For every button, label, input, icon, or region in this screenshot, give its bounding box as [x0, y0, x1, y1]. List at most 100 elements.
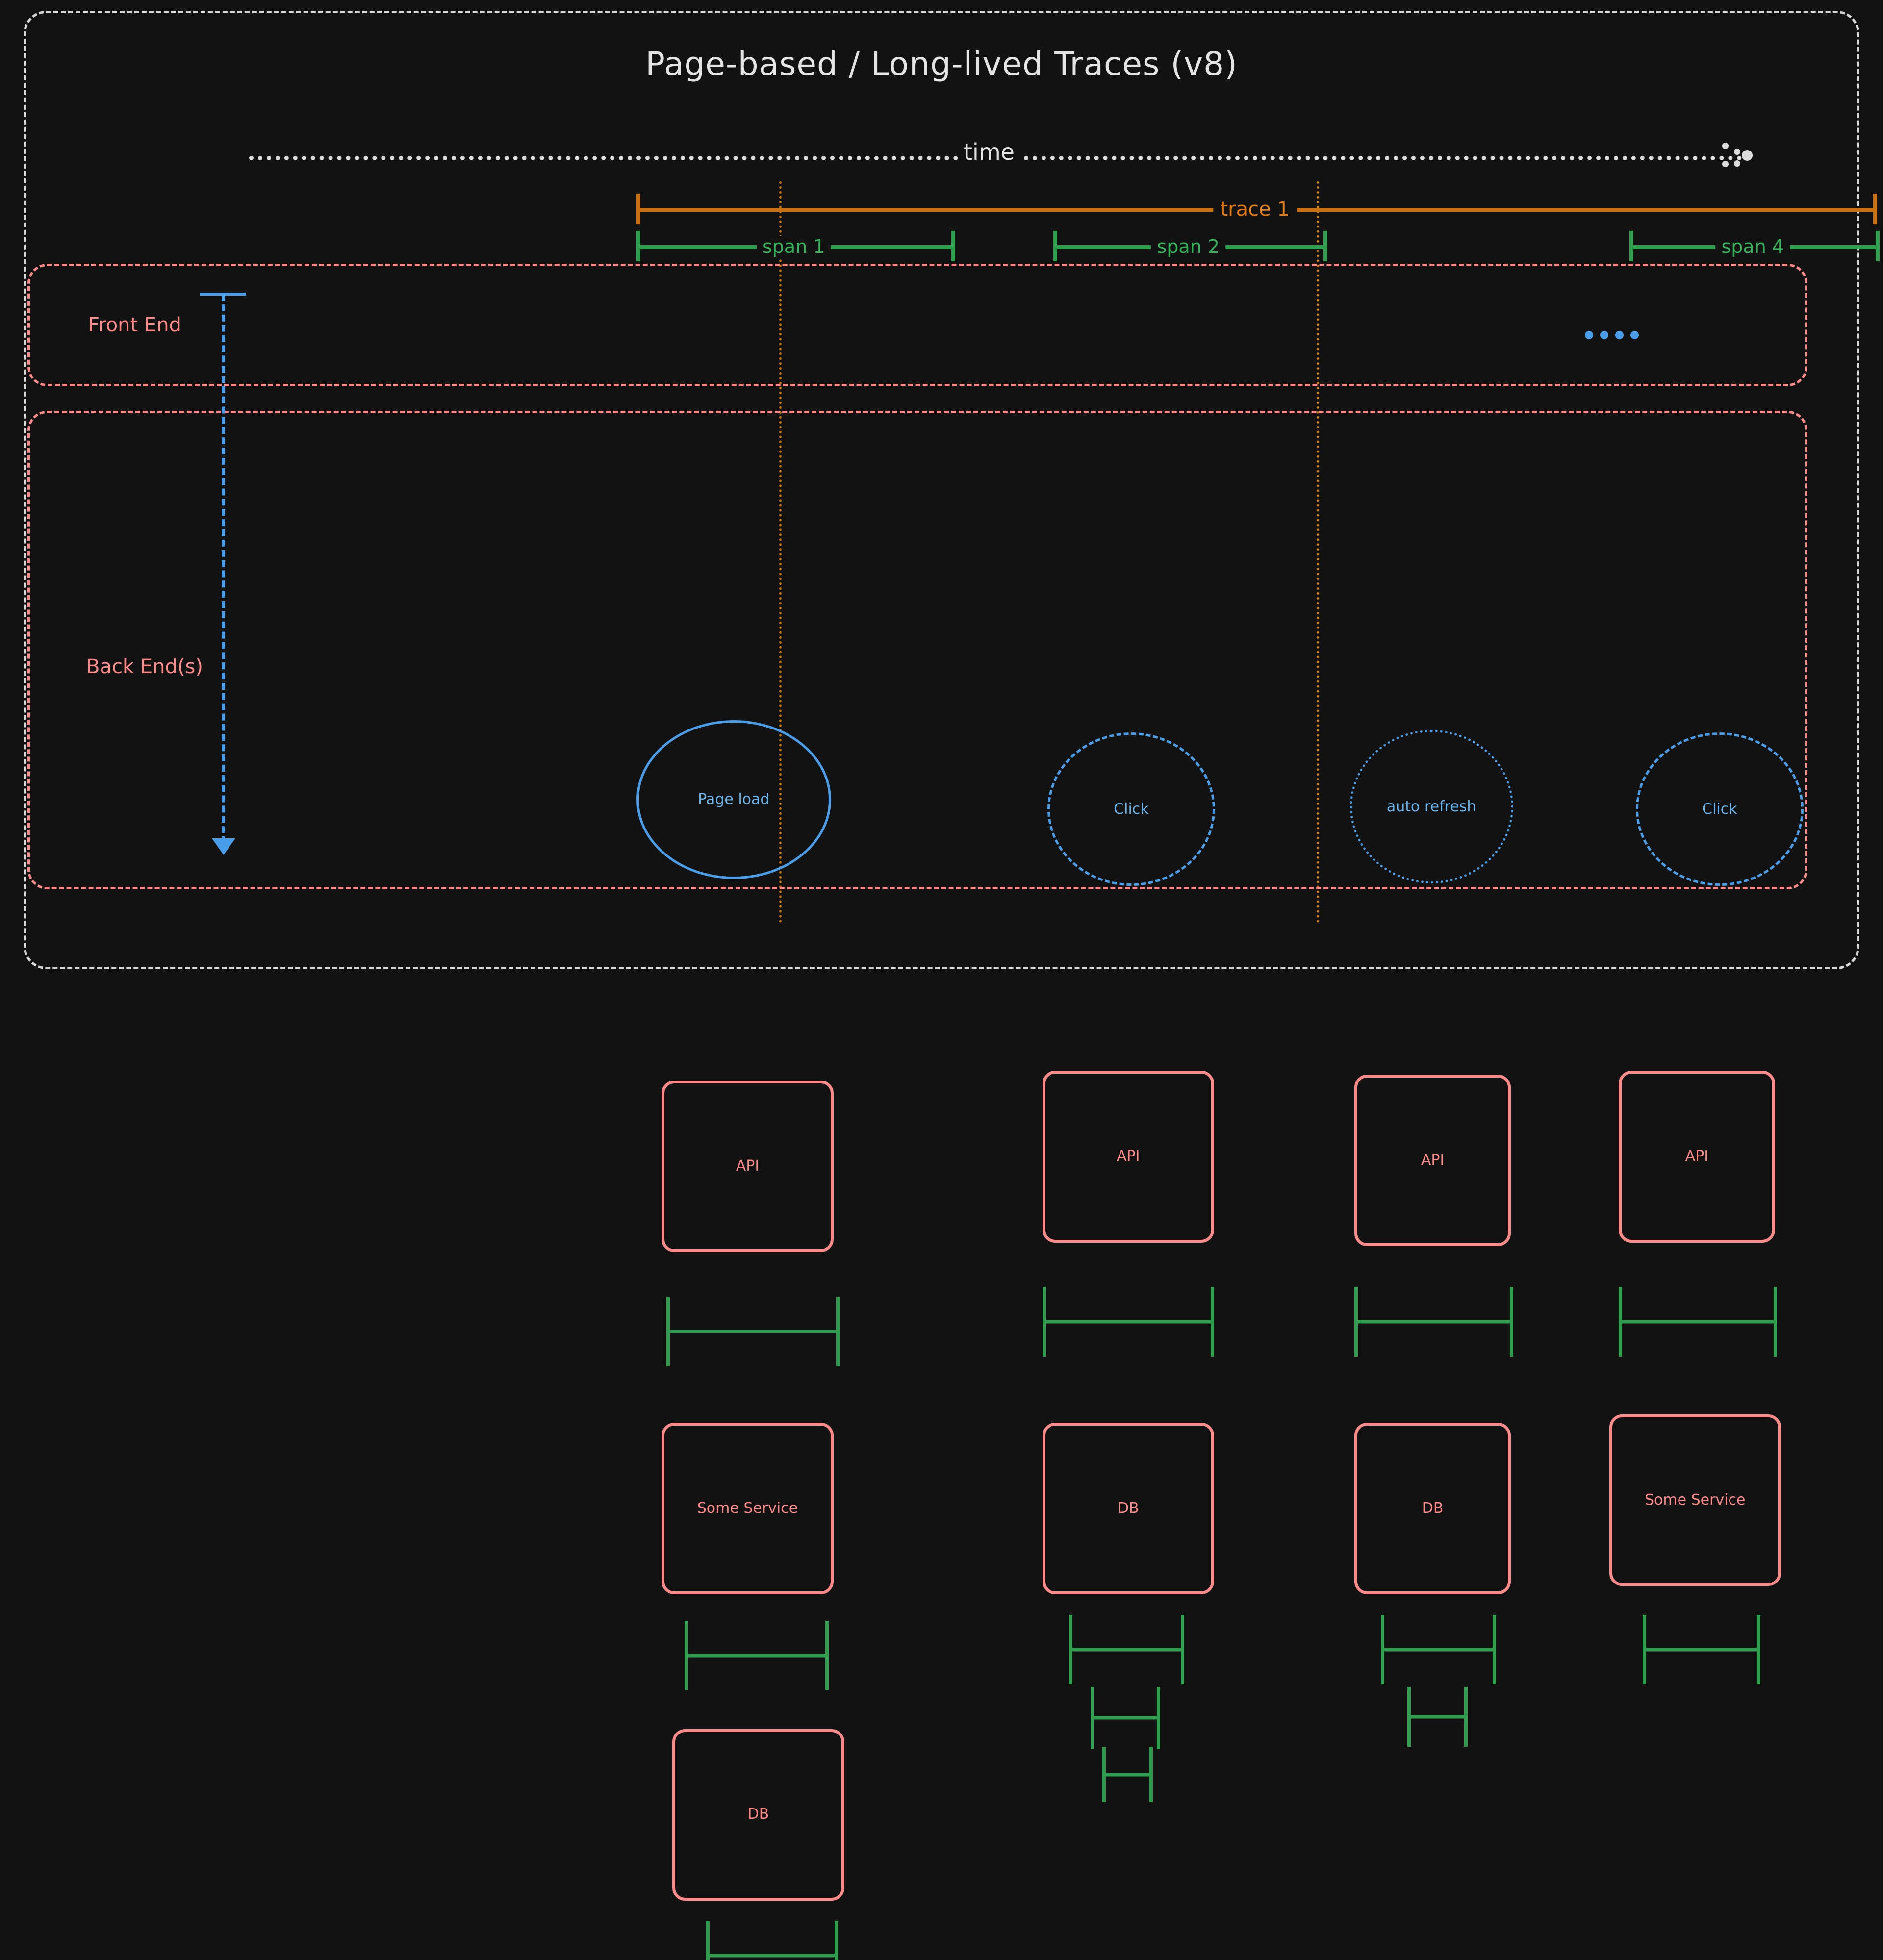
backend-span-bracket	[684, 1621, 829, 1691]
bracket-capR	[1774, 1287, 1778, 1357]
bracket-capL	[1381, 1614, 1385, 1684]
ellipsis-dot	[1585, 331, 1593, 339]
time-arrow-dot	[1734, 149, 1740, 155]
frontend-event-click[interactable]: Click	[1635, 732, 1804, 886]
backend-node-label: DB	[747, 1806, 769, 1823]
backend-node-label: API	[1421, 1151, 1445, 1169]
frontend-row-label: Front End	[88, 314, 181, 336]
backend-node-api[interactable]: API	[1354, 1074, 1511, 1247]
bracket-capL	[1643, 1614, 1647, 1684]
bracket-bar	[684, 1654, 829, 1658]
backend-node-label: Some Service	[1644, 1491, 1746, 1508]
backend-node-db[interactable]: DB	[1354, 1423, 1511, 1595]
backend-node-label: Some Service	[697, 1499, 798, 1517]
bracket-bar	[706, 1954, 839, 1958]
span-end-cap	[951, 231, 955, 261]
frontend-event-click[interactable]: Click	[1047, 732, 1216, 886]
trace-start-cap	[636, 194, 640, 224]
backend-node-api[interactable]: API	[1619, 1071, 1775, 1243]
bracket-bar	[1619, 1320, 1778, 1324]
backend-node-label: DB	[1117, 1499, 1139, 1517]
backend-span-bracket	[706, 1921, 839, 1960]
depth-axis-line	[222, 294, 225, 843]
backend-node-db[interactable]: DB	[1042, 1423, 1214, 1595]
bracket-bar	[1102, 1773, 1153, 1777]
frontend-event-label: auto refresh	[1386, 798, 1476, 815]
backend-node-some-service[interactable]: Some Service	[1609, 1414, 1781, 1586]
frontend-event-label: Click	[1114, 800, 1149, 818]
trace-end-cap	[1873, 194, 1878, 224]
bracket-capL	[1619, 1287, 1623, 1357]
bracket-bar	[1643, 1648, 1761, 1652]
span-label: span 2	[1151, 236, 1226, 257]
span-end-cap	[1876, 231, 1880, 261]
frontend-event-label: Page load	[698, 791, 770, 808]
time-arrow-dot	[1722, 161, 1729, 167]
backend-span-bracket	[1407, 1686, 1468, 1747]
backend-row-container	[27, 411, 1807, 889]
ellipsis-dot	[1615, 331, 1624, 339]
bracket-capL	[706, 1921, 710, 1960]
frontend-event-auto-refresh[interactable]: auto refresh	[1349, 729, 1513, 884]
backend-node-label: DB	[1422, 1499, 1444, 1517]
frontend-event-label: Click	[1702, 800, 1737, 818]
frontend-event-page-load[interactable]: Page load	[636, 720, 831, 879]
frontend-ellipsis-icon	[1585, 331, 1639, 339]
depth-axis-arrowhead	[212, 838, 235, 855]
span-start-cap	[636, 231, 640, 261]
bracket-capL	[1042, 1287, 1046, 1357]
bracket-bar	[1381, 1648, 1497, 1652]
bracket-bar	[1407, 1715, 1468, 1719]
bracket-bar	[1090, 1716, 1160, 1720]
frontend-row-container	[27, 264, 1807, 386]
backend-span-bracket	[666, 1296, 840, 1366]
backend-span-bracket	[1042, 1287, 1214, 1357]
bracket-bar	[1042, 1320, 1214, 1324]
bracket-capL	[1069, 1614, 1072, 1684]
bracket-capR	[835, 1921, 839, 1960]
backend-span-bracket	[1069, 1614, 1184, 1684]
bracket-capL	[1102, 1747, 1106, 1802]
backend-span-bracket	[1090, 1686, 1160, 1750]
bracket-capR	[836, 1296, 840, 1366]
bracket-capL	[1090, 1686, 1094, 1750]
span-label: span 1	[756, 236, 831, 257]
backend-node-label: API	[1685, 1148, 1709, 1165]
backend-node-label: API	[1117, 1148, 1140, 1165]
time-arrow-dot	[1734, 160, 1740, 167]
bracket-capR	[1757, 1614, 1761, 1684]
bracket-capL	[684, 1621, 688, 1691]
outer-frame	[24, 11, 1859, 969]
span-end-cap	[1323, 231, 1327, 261]
bracket-capL	[1407, 1686, 1411, 1747]
bracket-capL	[1354, 1287, 1358, 1357]
bracket-capR	[1180, 1614, 1184, 1684]
backend-node-db[interactable]: DB	[672, 1729, 844, 1901]
span-start-cap	[1053, 231, 1057, 261]
diagram-canvas: Page-based / Long-lived Traces (v8) time…	[24, 11, 1880, 1960]
bracket-bar	[666, 1330, 840, 1333]
bracket-capR	[1149, 1747, 1153, 1802]
time-arrow-dot	[1742, 150, 1753, 161]
backend-span-bracket	[1381, 1614, 1497, 1684]
span-label: span 4	[1715, 236, 1790, 257]
bracket-bar	[1354, 1320, 1513, 1324]
backend-span-bracket	[1643, 1614, 1761, 1684]
backend-row-label: Back End(s)	[86, 655, 203, 678]
bracket-capR	[1493, 1614, 1497, 1684]
span-start-cap	[1629, 231, 1634, 261]
bracket-capR	[1464, 1686, 1468, 1747]
trace-label: trace 1	[1213, 198, 1297, 221]
backend-span-bracket	[1102, 1747, 1153, 1802]
backend-node-api[interactable]: API	[662, 1081, 834, 1253]
ellipsis-dot	[1600, 331, 1608, 339]
bracket-bar	[1069, 1648, 1184, 1652]
backend-node-label: API	[736, 1157, 760, 1175]
backend-node-api[interactable]: API	[1042, 1071, 1214, 1243]
ellipsis-dot	[1630, 331, 1639, 339]
bracket-capR	[1210, 1287, 1214, 1357]
bracket-capR	[825, 1621, 829, 1691]
page-title: Page-based / Long-lived Traces (v8)	[645, 45, 1238, 83]
trace-divider-1	[779, 181, 782, 923]
backend-node-some-service[interactable]: Some Service	[662, 1423, 834, 1595]
